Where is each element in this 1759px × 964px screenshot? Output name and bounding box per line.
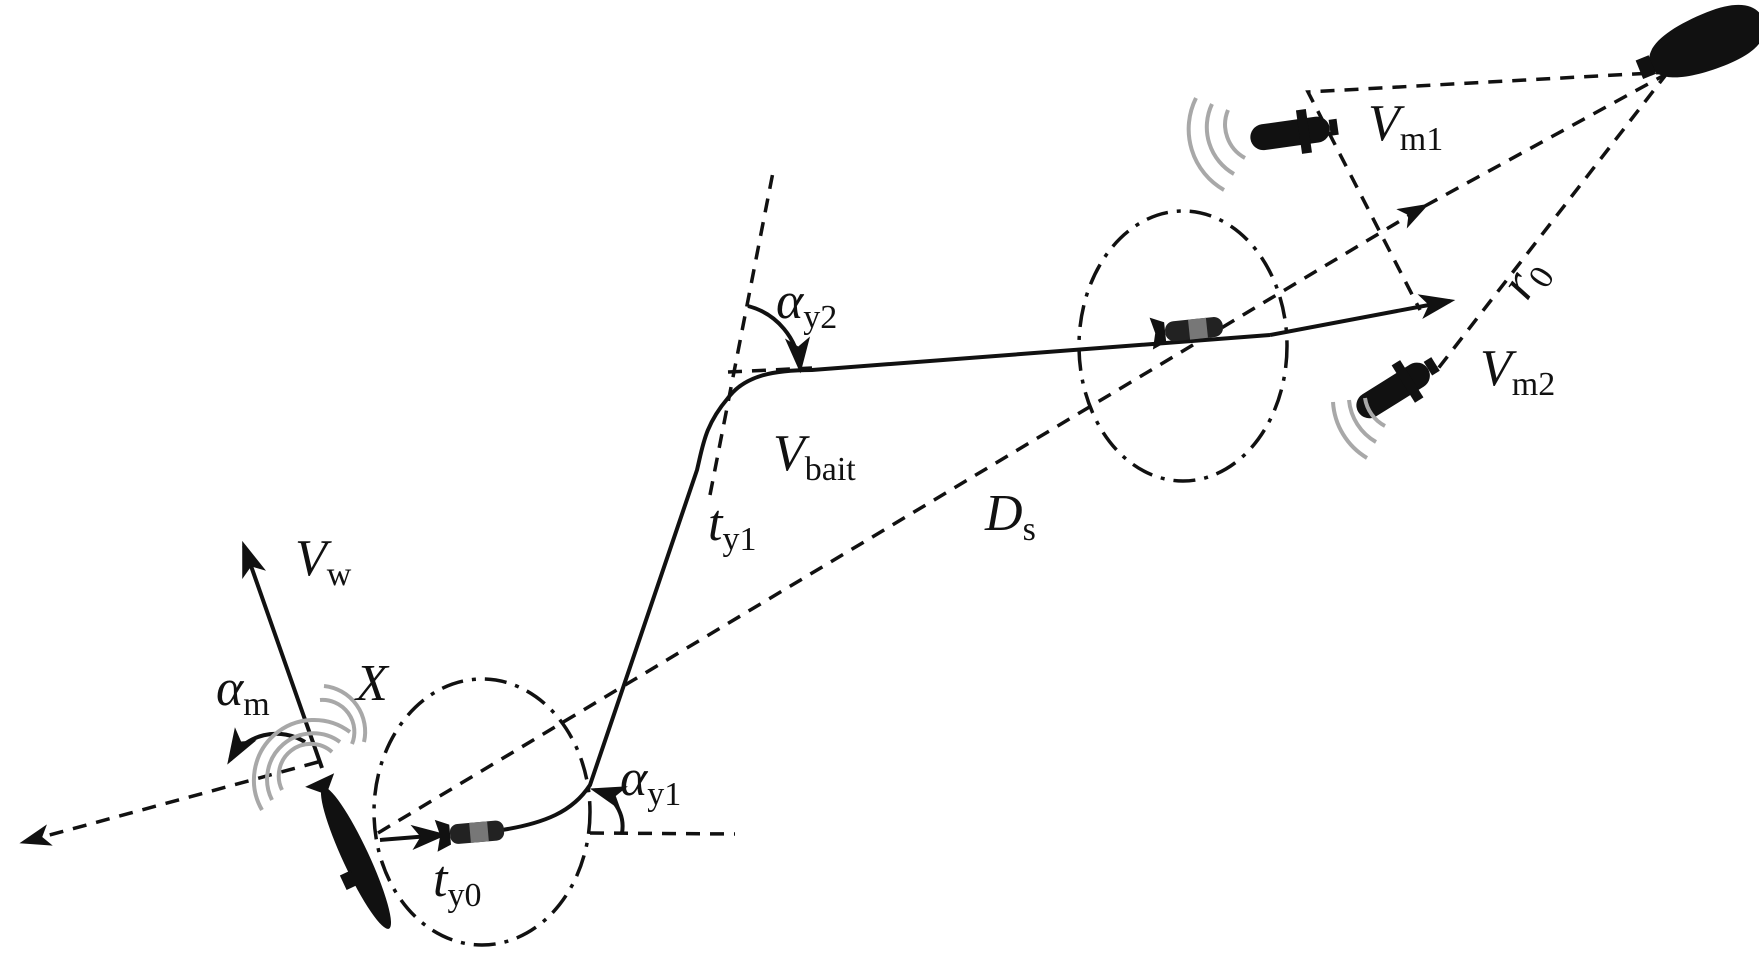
alpha-y2-arc [747, 304, 811, 374]
submarine-velocity-arrow [242, 540, 324, 769]
detection-zone-start [372, 677, 592, 947]
alpha-y1-reference-line [589, 831, 736, 836]
submarine-escape-line [19, 760, 319, 846]
label-alpha-y1: αy1 [620, 750, 681, 813]
bait-velocity-arrow [1269, 294, 1456, 337]
label-alpha-m: αm [216, 660, 270, 723]
label-v-m1: Vm1 [1368, 95, 1443, 158]
label-v-m2: Vm2 [1480, 340, 1555, 403]
label-alpha-y2: αy2 [776, 273, 837, 336]
sonar-wave-icon [251, 684, 368, 811]
attacking-torpedo-icon [1356, 357, 1440, 419]
bait-torpedo-icon [1149, 317, 1224, 350]
bait-launch-arrow [379, 824, 448, 851]
bait-torpedo-icon [434, 819, 505, 852]
sonar-wave-icon [1186, 97, 1247, 192]
surface-ship-icon [1635, 4, 1759, 79]
detection-zone-end [1077, 209, 1289, 483]
bait-trajectory [379, 294, 1456, 851]
label-r-0: r0 [1489, 247, 1562, 312]
alpha-y2-reference-line [708, 166, 776, 496]
label-t-y1: ty1 [708, 495, 756, 558]
label-x: X [354, 655, 390, 712]
submarine-icon [305, 773, 392, 929]
attacking-torpedo-icon [1250, 108, 1339, 154]
torpedo-approach-line [1396, 70, 1671, 229]
torpedo-velocity-triangle [1305, 70, 1671, 311]
label-d-s: Ds [984, 485, 1036, 548]
label-v-bait: Vbait [773, 425, 856, 488]
range-r0-line [1435, 70, 1670, 372]
alpha-y1-arc [589, 786, 628, 834]
label-v-w: Vw [295, 530, 352, 593]
label-t-y0: ty0 [433, 851, 481, 914]
bait-path-curve [477, 333, 1271, 835]
distance-ds-line [377, 204, 1426, 835]
sonar-wave-icon [1331, 397, 1387, 460]
